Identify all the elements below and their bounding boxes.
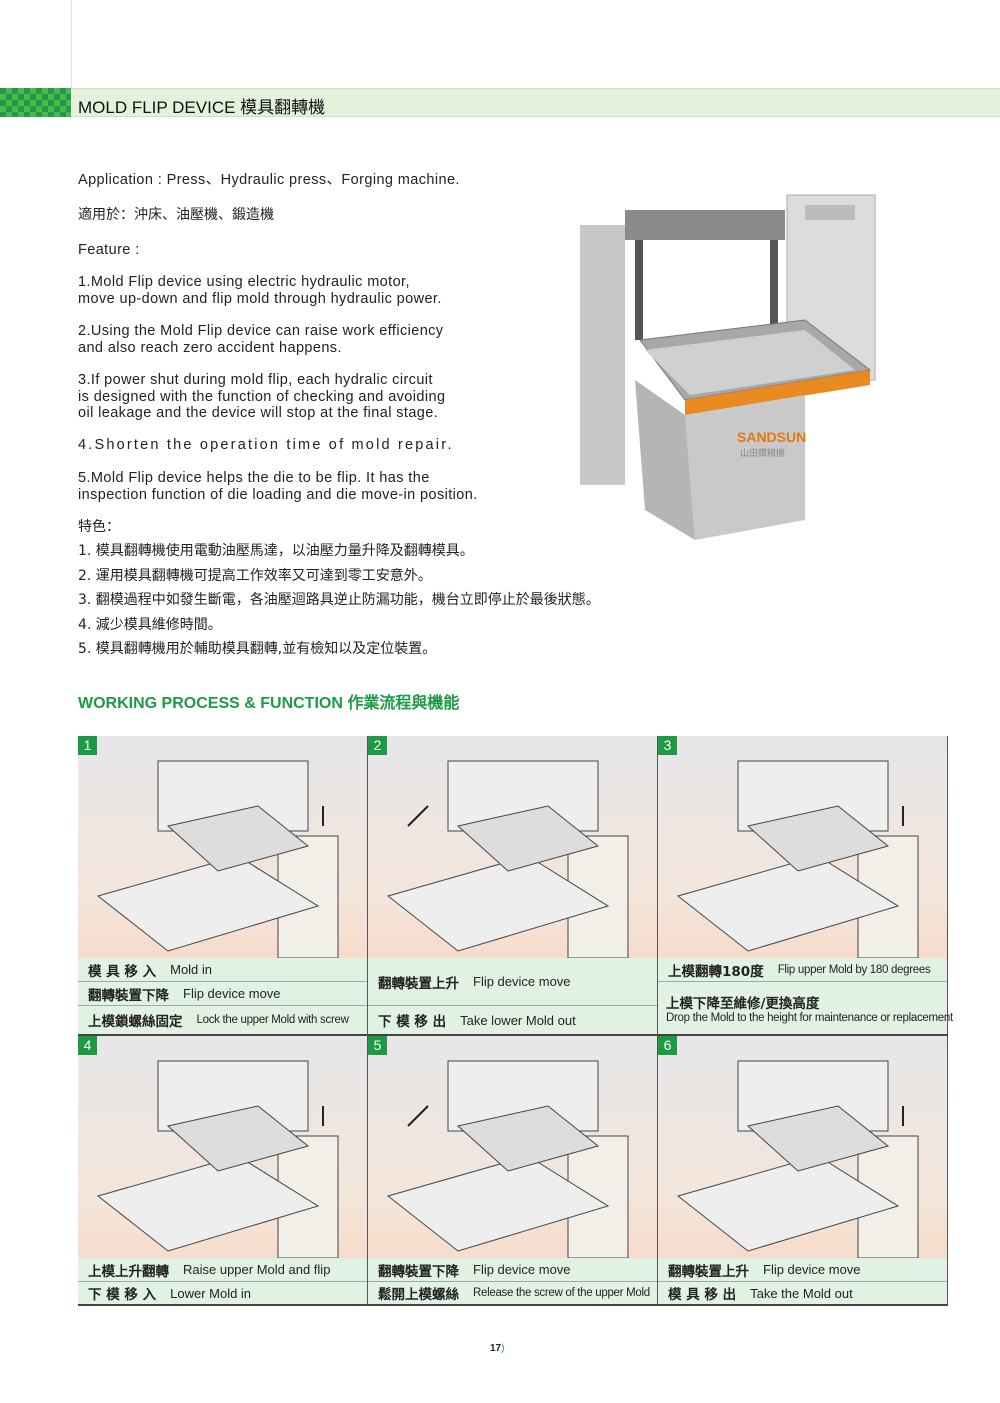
feature-line: 1.Mold Flip device using electric hydrau… bbox=[78, 274, 410, 290]
caption-zh: 上模翻轉180度 bbox=[668, 963, 764, 980]
section-title: WORKING PROCESS & FUNCTION 作業流程與機能 bbox=[78, 695, 460, 712]
feature-line: move up-down and flip mold through hydra… bbox=[78, 290, 442, 307]
caption-zh: 上模上升翻轉 bbox=[88, 1263, 169, 1280]
caption-zh: 翻轉裝置上升 bbox=[378, 975, 459, 992]
caption-zh: 下 模 移 入 bbox=[88, 1287, 157, 1303]
feature-label: Feature : bbox=[78, 242, 140, 258]
caption-row: 模 具 移 入 Mold in bbox=[78, 958, 367, 982]
step-illustration: 1 bbox=[78, 736, 368, 958]
machine-illustration bbox=[676, 1060, 919, 1258]
step-number: 5 bbox=[368, 1036, 387, 1055]
step-number: 4 bbox=[78, 1036, 97, 1055]
feature-zh: 5. 模具翻轉機用於輔助模具翻轉,並有檢知以及定位裝置。 bbox=[78, 641, 437, 657]
caption-zh: 翻轉裝置下降 bbox=[378, 1263, 459, 1280]
margin-line bbox=[71, 0, 72, 88]
machine-illustration bbox=[386, 1060, 629, 1258]
caption-en: Lower Mold in bbox=[170, 1285, 252, 1301]
feature-line: 4.Shorten the operation time of mold rep… bbox=[78, 437, 454, 453]
feature-zh: 4. 減少模具維修時間。 bbox=[78, 617, 222, 633]
caption-en: Mold in bbox=[170, 962, 213, 977]
brand-logo: SANDSUN bbox=[737, 429, 806, 445]
step-caption: 翻轉裝置上升 Flip device move 下 模 移 出 Take lower … bbox=[368, 958, 658, 1036]
feature-zh: 3. 翻模過程中如發生斷電，各油壓迴路具逆止防漏功能，機台立即停止於最後狀態。 bbox=[78, 592, 600, 608]
caption-zh: 上模鎖螺絲固定 bbox=[88, 1014, 183, 1030]
caption-en: Flip device move bbox=[183, 986, 281, 1001]
feature-line: is designed with the function of checkin… bbox=[78, 388, 446, 405]
caption-en: Flip device move bbox=[473, 1262, 571, 1277]
caption-row: 翻轉裝置上升 Flip device move bbox=[658, 1258, 947, 1282]
machine-photo: SANDSUN 山田鑽精機 bbox=[580, 194, 876, 540]
step-caption: 上模上升翻轉 Raise upper Mold and flip 下 模 移 入 Lo… bbox=[78, 1258, 368, 1306]
caption-row: 模 具 移 出 Take the Mold out bbox=[658, 1282, 947, 1306]
caption-zh: 翻轉裝置下降 bbox=[88, 987, 169, 1004]
caption-row: 下 模 移 出 Take lower Mold out bbox=[368, 1006, 657, 1036]
caption-zh: 下 模 移 出 bbox=[378, 1014, 447, 1030]
step-number: 2 bbox=[368, 736, 387, 755]
caption-en: Flip device move bbox=[763, 1262, 861, 1277]
caption-en: Take lower Mold out bbox=[460, 1012, 576, 1028]
caption-en: Raise upper Mold and flip bbox=[183, 1262, 331, 1277]
caption-row: 翻轉裝置下降 Flip device move bbox=[368, 1258, 657, 1282]
feature-zh: 1. 模具翻轉機使用電動油壓馬達，以油壓力量升降及翻轉模具。 bbox=[78, 543, 474, 559]
feature-zh: 2. 運用模具翻轉機可提高工作效率又可達到零工安意外。 bbox=[78, 568, 432, 584]
machine-illustration bbox=[676, 760, 919, 958]
caption-en: Flip upper Mold by 180 degrees bbox=[777, 963, 931, 976]
application-text: Application : Press、Hydraulic press、Forg… bbox=[78, 172, 460, 188]
caption-zh: 模 具 移 入 bbox=[88, 963, 157, 980]
step-caption: 翻轉裝置下降 Flip device move 鬆開上模螺絲 Release the … bbox=[368, 1258, 658, 1306]
caption-en: Drop the Mold to the height for maintena… bbox=[666, 1012, 953, 1024]
caption-row: 翻轉裝置下降 Flip device move bbox=[78, 982, 367, 1006]
step-illustration: 6 bbox=[658, 1036, 948, 1258]
page-number: 17) bbox=[490, 1343, 505, 1354]
feature-line: and also reach zero accident happens. bbox=[78, 339, 342, 356]
feature-line: 3.If power shut during mold flip, each h… bbox=[78, 372, 433, 388]
caption-row: 上模翻轉180度 Flip upper Mold by 180 degrees bbox=[658, 958, 947, 982]
caption-zh: 鬆開上模螺絲 bbox=[378, 1287, 459, 1303]
caption-en: Lock the upper Mold with screw bbox=[196, 1014, 349, 1026]
page-number-text: 17 bbox=[490, 1343, 502, 1354]
caption-row: 上模上升翻轉 Raise upper Mold and flip bbox=[78, 1258, 367, 1282]
checker-pattern bbox=[0, 88, 71, 117]
caption-row: 翻轉裝置上升 Flip device move bbox=[368, 958, 657, 1006]
header-band bbox=[0, 88, 1000, 117]
caption-zh: 模 具 移 出 bbox=[668, 1287, 737, 1303]
caption-en: Release the screw of the upper Mold bbox=[473, 1287, 650, 1299]
step-illustration: 2 bbox=[368, 736, 658, 958]
caption-zh: 上模下降至維修/更換高度 bbox=[666, 996, 820, 1012]
caption-en: Flip device move bbox=[473, 974, 571, 989]
step-caption: 翻轉裝置上升 Flip device move 模 具 移 出 Take the Mo… bbox=[658, 1258, 948, 1306]
feature-line: 5.Mold Flip device helps the die to be f… bbox=[78, 470, 430, 486]
application-text-zh: 適用於：沖床、油壓機、鍛造機 bbox=[78, 207, 274, 223]
brand-logo-zh: 山田鑽精機 bbox=[740, 447, 785, 459]
caption-row: 鬆開上模螺絲 Release the screw of the upper Mol… bbox=[368, 1282, 657, 1306]
step-illustration: 5 bbox=[368, 1036, 658, 1258]
feature-line: inspection function of die loading and d… bbox=[78, 486, 478, 503]
header-bar bbox=[71, 88, 1000, 117]
caption-row: 上模鎖螺絲固定 Lock the upper Mold with screw bbox=[78, 1006, 367, 1036]
machine-illustration bbox=[386, 760, 629, 958]
caption-en: Take the Mold out bbox=[750, 1285, 853, 1301]
page-title: MOLD FLIP DEVICE 模具翻轉機 bbox=[78, 98, 326, 117]
machine-illustration bbox=[96, 1060, 339, 1258]
step-number: 3 bbox=[658, 736, 677, 755]
step-number: 6 bbox=[658, 1036, 677, 1055]
feature-line: 2.Using the Mold Flip device can raise w… bbox=[78, 323, 444, 339]
caption-zh: 翻轉裝置上升 bbox=[668, 1263, 749, 1280]
machine-illustration bbox=[96, 760, 339, 958]
step-illustration: 4 bbox=[78, 1036, 368, 1258]
feature-label-zh: 特色： bbox=[78, 519, 120, 535]
caption-row: 下 模 移 入 Lower Mold in bbox=[78, 1282, 367, 1306]
step-number: 1 bbox=[78, 736, 97, 755]
step-illustration: 3 bbox=[658, 736, 948, 958]
feature-line: oil leakage and the device will stop at … bbox=[78, 405, 439, 421]
